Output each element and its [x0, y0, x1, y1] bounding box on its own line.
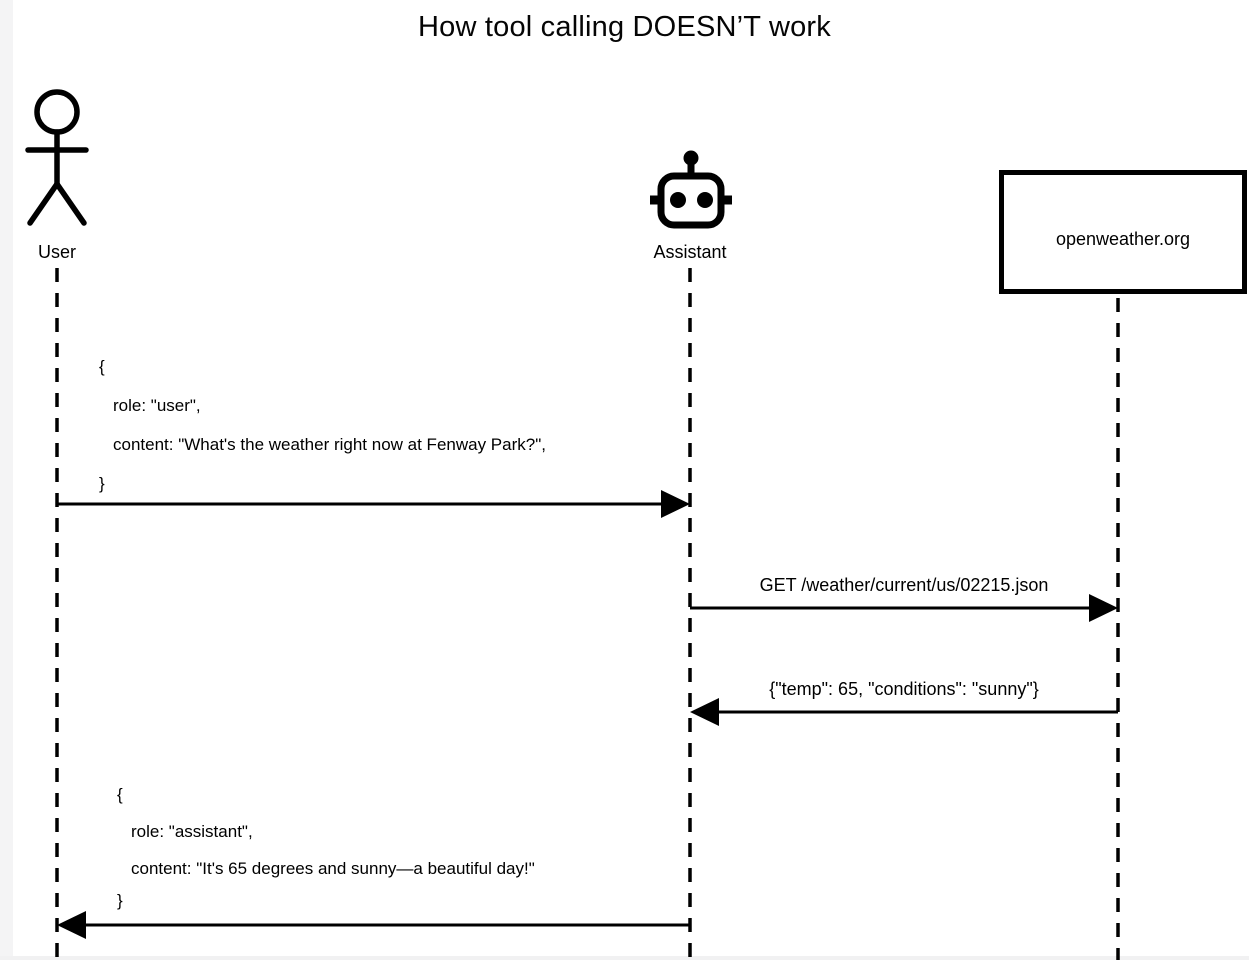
person-head: [34, 89, 80, 135]
person-right-leg: [54, 181, 87, 226]
person-left-leg: [27, 181, 60, 226]
message-line: {: [99, 357, 105, 376]
diagram-title: How tool calling DOESN’T work: [417, 11, 831, 43]
arrow-user-to-assistant: [57, 490, 690, 518]
participant-box-openweather: openweather.org: [999, 170, 1247, 294]
message-api-response-label: {"temp": 65, "conditions": "sunny"}: [769, 679, 1039, 699]
message-line: role: "assistant",: [131, 822, 253, 841]
message-line: {: [117, 785, 123, 804]
robot-icon: [650, 150, 732, 229]
message-line: content: "What's the weather right now a…: [113, 435, 546, 454]
message-line: }: [117, 891, 123, 910]
robot-right-eye: [697, 192, 713, 208]
page-edge-left: [0, 0, 13, 960]
arrow-openweather-to-assistant: [690, 698, 1118, 726]
message-line: role: "user",: [113, 396, 201, 415]
robot-left-eye: [670, 192, 686, 208]
actor-label-assistant: Assistant: [653, 242, 727, 262]
robot-antenna-ball: [683, 150, 699, 166]
arrow-assistant-to-openweather: [690, 594, 1118, 622]
person-icon: [25, 89, 89, 226]
robot-head: [657, 172, 725, 229]
actor-label-user: User: [37, 242, 76, 262]
arrow-assistant-to-user: [57, 911, 690, 939]
message-line: }: [99, 474, 105, 493]
message-get-request-label: GET /weather/current/us/02215.json: [759, 575, 1049, 595]
message-line: content: "It's 65 degrees and sunny—a be…: [131, 859, 535, 878]
actor-label-openweather: openweather.org: [1055, 228, 1191, 249]
page-edge-bottom: [0, 956, 1249, 960]
